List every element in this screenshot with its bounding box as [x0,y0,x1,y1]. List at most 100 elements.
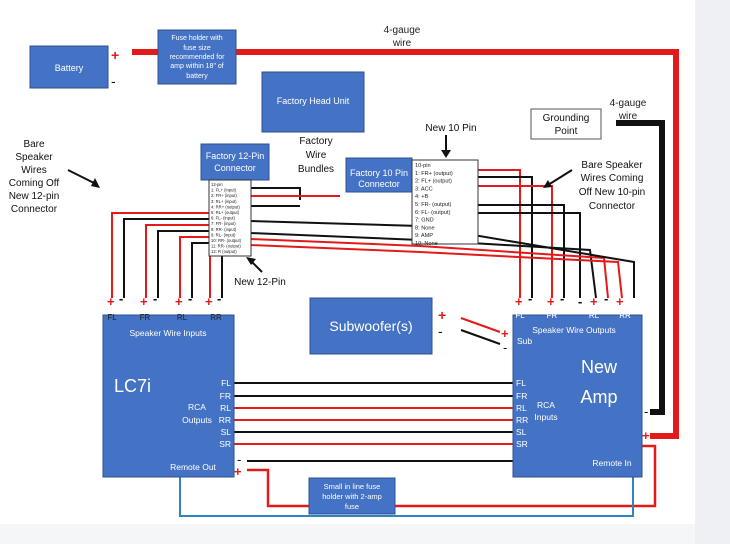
pinout-line: 9: RL- (input) [211,232,236,237]
amp-sub-minus: - [503,340,507,355]
svg-text:Bundles: Bundles [298,164,334,175]
right-margin [695,0,730,544]
pinout-line: 9: AMP [415,233,433,239]
pinout-line: 7: FR- (input) [211,221,236,226]
factory-bundles-label: Factory Wire Bundles [298,136,334,175]
svg-text:RL: RL [220,403,231,413]
svg-text:fuse size: fuse size [183,45,211,52]
grounding-point-label: Grounding Point [543,113,590,137]
svg-text:-: - [528,291,532,306]
svg-text:Bare Speaker: Bare Speaker [581,160,643,171]
new-amp-box [512,314,643,478]
battery-plus: + [111,47,119,63]
battery-minus: - [111,73,116,89]
gauge-right-label: 4-gauge wire [610,98,647,122]
svg-text:Factory: Factory [299,136,332,147]
svg-text:-: - [119,291,123,306]
factory-12pin-label: Factory 12-Pin Connector [206,151,265,173]
small-fuse-label: Small in line fuse holder with 2-amp fus… [322,482,382,511]
svg-text:Connector: Connector [358,179,400,189]
factory-head-label: Factory Head Unit [277,96,350,106]
pinout-line: 1: FL+ (input) [211,188,237,193]
svg-text:+: + [590,294,598,309]
svg-text:SR: SR [219,439,231,449]
pinout-line: 2: FR+ (input) [211,193,237,198]
svg-text:Grounding: Grounding [543,113,590,124]
svg-text:SL: SL [516,427,527,437]
pinout-line: 8: RR- (input) [211,227,237,232]
bare-right-arrow [547,169,573,186]
svg-text:+: + [107,294,115,309]
amp-power-plus: + [642,428,650,443]
small-fuse-box [308,477,396,515]
pinout-line: 6: FL- (input) [211,216,236,221]
pinout-line: 1: FR+ (output) [415,171,453,177]
lc7i-channel-labels: FL FR RL RR SL SR [219,378,232,449]
svg-text:FR: FR [140,313,151,322]
svg-text:New: New [581,357,618,377]
pinout-line: 8: None [415,225,435,231]
svg-text:amp within 18" of: amp within 18" of [170,63,224,70]
pinout-line: 10-pin [415,163,431,169]
svg-text:recommended for: recommended for [170,54,226,61]
amp-channel-labels: FL FR RL RR SL SR [516,378,528,449]
lc7i-terminal-labels: FL FR RL RR [107,313,222,322]
battery-label: Battery [55,63,84,73]
gauge-top-label: 4-gauge wire [384,25,421,49]
svg-text:Connector: Connector [11,204,58,215]
svg-text:Bare: Bare [23,139,45,150]
svg-text:SL: SL [221,427,232,437]
bare-left-arrow [67,169,97,185]
svg-text:RL: RL [177,313,188,322]
svg-text:+: + [616,294,624,309]
svg-text:Wires Coming: Wires Coming [581,173,644,184]
subwoofer-wires [460,317,501,345]
new-10pin-arrowhead [441,150,451,158]
pinout-line: 12: R (output) [211,249,237,254]
subwoofer-label: Subwoofer(s) [329,318,412,334]
amp-terminal-labels: FL FR RL RR [515,311,631,320]
svg-text:Fuse holder with: Fuse holder with [171,35,222,42]
svg-text:Connector: Connector [214,163,256,173]
svg-text:RL: RL [589,311,600,320]
factory-10pin-box [345,157,413,193]
lc7i-remote-minus: - [237,452,241,467]
svg-text:Connector: Connector [589,201,636,212]
subwoofer-minus: - [438,323,443,339]
pinout-line: 4: +B [415,194,428,200]
pinout-line: 5: FR- (output) [415,202,452,208]
svg-text:+: + [175,294,183,309]
svg-text:Speaker: Speaker [15,152,53,163]
lc7i-remote-out: Remote Out [170,462,216,472]
svg-text:RR: RR [516,415,528,425]
svg-text:fuse: fuse [345,502,359,511]
pinout-line: 10: None [415,241,438,247]
factory-head-unit [261,71,365,133]
amp-sub-label: Sub [517,336,532,346]
bottom-margin [0,524,695,544]
bare-right-label: Bare Speaker Wires Coming Off New 10-pin… [579,160,646,212]
svg-text:New 12-pin: New 12-pin [9,191,60,202]
pinout-line: 11: RR- (output) [211,244,241,249]
lc7i-box [102,314,235,478]
svg-text:Outputs: Outputs [182,415,212,425]
grounding-point-box [530,108,602,140]
lc7i-rca-outputs-label: RCA Outputs [182,402,212,425]
bare-left-label: Bare Speaker Wires Coming Off New 12-pin… [9,139,60,215]
lc7i-speaker-inputs: Speaker Wire Inputs [129,328,206,338]
svg-text:+: + [205,294,213,309]
svg-text:-: - [604,291,608,306]
svg-text:+: + [140,294,148,309]
svg-text:FL: FL [516,378,526,388]
svg-text:FR: FR [220,391,231,401]
svg-text:+: + [515,294,523,309]
amp-power-minus: - [644,404,648,419]
svg-text:4-gauge: 4-gauge [384,25,421,36]
svg-text:Factory 12-Pin: Factory 12-Pin [206,151,265,161]
lc7i-terminal-marks: +- +- +- +- [107,291,221,309]
svg-text:Small in line fuse: Small in line fuse [324,482,381,491]
pinout-12-card [208,179,252,257]
svg-text:Wires: Wires [21,165,47,176]
svg-text:wire: wire [618,111,638,122]
svg-text:FL: FL [515,311,525,320]
